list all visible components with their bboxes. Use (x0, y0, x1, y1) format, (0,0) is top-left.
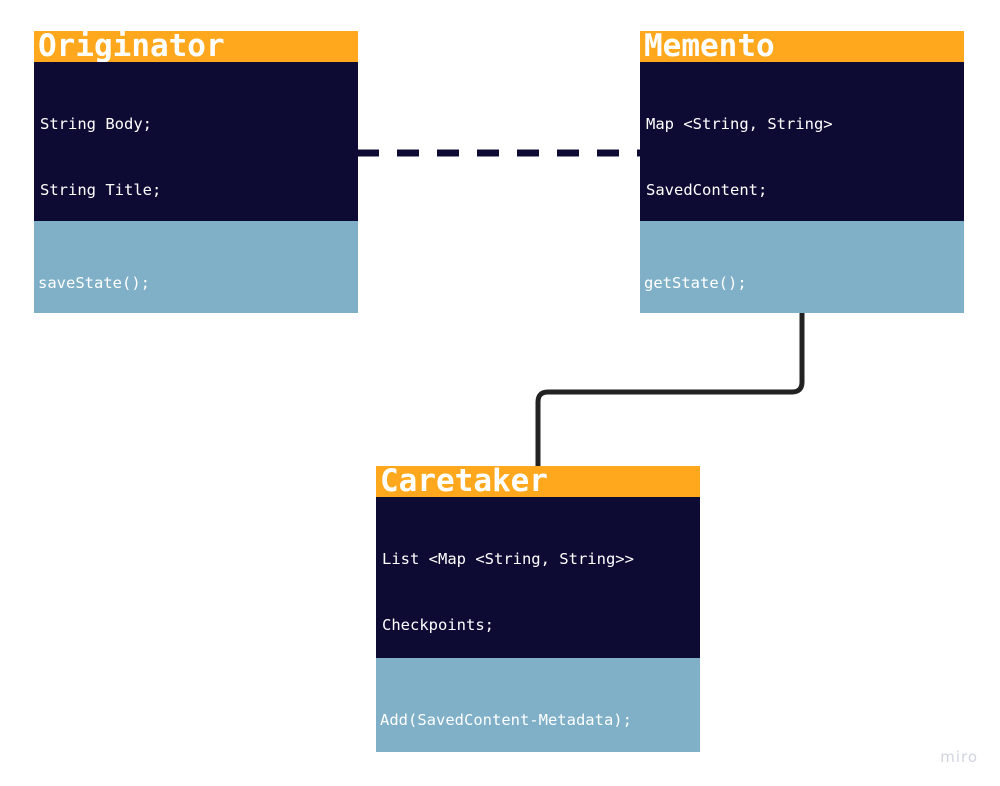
attribute-line: String Title; (40, 181, 162, 199)
uml-class-memento[interactable]: Memento Map <String, String> SavedConten… (640, 31, 964, 313)
uml-class-originator[interactable]: Originator String Body; String Title; ..… (34, 31, 358, 313)
method-line: saveState(); (38, 274, 150, 292)
class-attributes-caretaker: List <Map <String, String>> Checkpoints; (376, 497, 700, 658)
uml-class-caretaker[interactable]: Caretaker List <Map <String, String>> Ch… (376, 466, 700, 752)
class-attributes-memento: Map <String, String> SavedContent; (640, 62, 964, 221)
method-line: Add(SavedContent-Metadata); (380, 711, 632, 729)
class-title-caretaker: Caretaker (376, 466, 700, 497)
class-attributes-originator: String Body; String Title; ... (34, 62, 358, 265)
attribute-line: List <Map <String, String>> (382, 550, 634, 568)
attribute-line: String Body; (40, 115, 152, 133)
miro-watermark: miro (940, 748, 978, 766)
class-methods-caretaker: Add(SavedContent-Metadata); Remove(); (376, 658, 700, 752)
class-title-originator: Originator (34, 31, 358, 62)
class-title-memento: Memento (640, 31, 964, 62)
class-methods-originator: saveState(); restoreState(s: Memento); (34, 221, 358, 313)
class-methods-memento: getState(); getStateMetaData(); (640, 221, 964, 313)
attribute-line: Checkpoints; (382, 616, 494, 634)
method-line: getState(); (644, 274, 747, 292)
attribute-line: Map <String, String> (646, 115, 833, 133)
connector-memento-to-caretaker (535, 312, 805, 467)
attribute-line: SavedContent; (646, 181, 768, 199)
